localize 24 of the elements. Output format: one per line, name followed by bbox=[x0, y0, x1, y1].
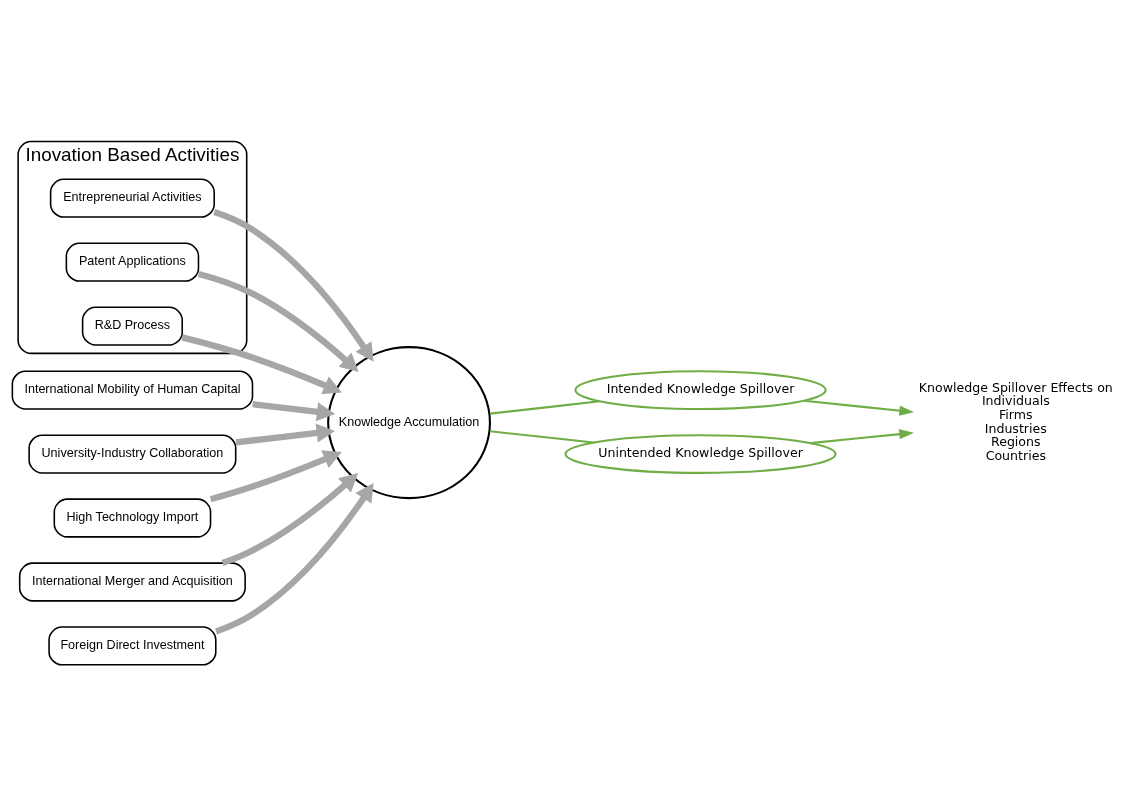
node-box: R&D Process bbox=[81, 306, 183, 346]
connector bbox=[489, 400, 600, 415]
node-box: Entrepreneurial Activities bbox=[49, 178, 215, 218]
arrow bbox=[235, 423, 335, 446]
arrow bbox=[197, 270, 359, 372]
node-box: High Technology Import bbox=[53, 498, 212, 538]
arrow bbox=[209, 450, 342, 503]
arrow bbox=[215, 483, 374, 635]
node-box: Patent Applications bbox=[65, 242, 200, 282]
node-box: International Merger and Acquisition bbox=[18, 562, 246, 602]
connector bbox=[489, 430, 594, 444]
arrow bbox=[252, 401, 336, 422]
arrow bbox=[804, 399, 915, 416]
node-circle: Knowledge Accumulation bbox=[327, 346, 491, 500]
arrow bbox=[181, 334, 342, 395]
node-ellipse: Unintended Knowledge Spillover bbox=[564, 434, 837, 474]
arrow bbox=[213, 209, 374, 362]
node-box: University-Industry Collaboration bbox=[28, 434, 237, 474]
node-text: Knowledge Spillover Effects on Individuals Firms Industries Regions Countries bbox=[918, 379, 1113, 463]
arrow bbox=[810, 429, 914, 445]
node-box: Foreign Direct Investment bbox=[48, 626, 217, 666]
arrow bbox=[221, 473, 359, 566]
node-box: International Mobility of Human Capital bbox=[11, 370, 254, 410]
node-ellipse: Intended Knowledge Spillover bbox=[574, 370, 827, 410]
